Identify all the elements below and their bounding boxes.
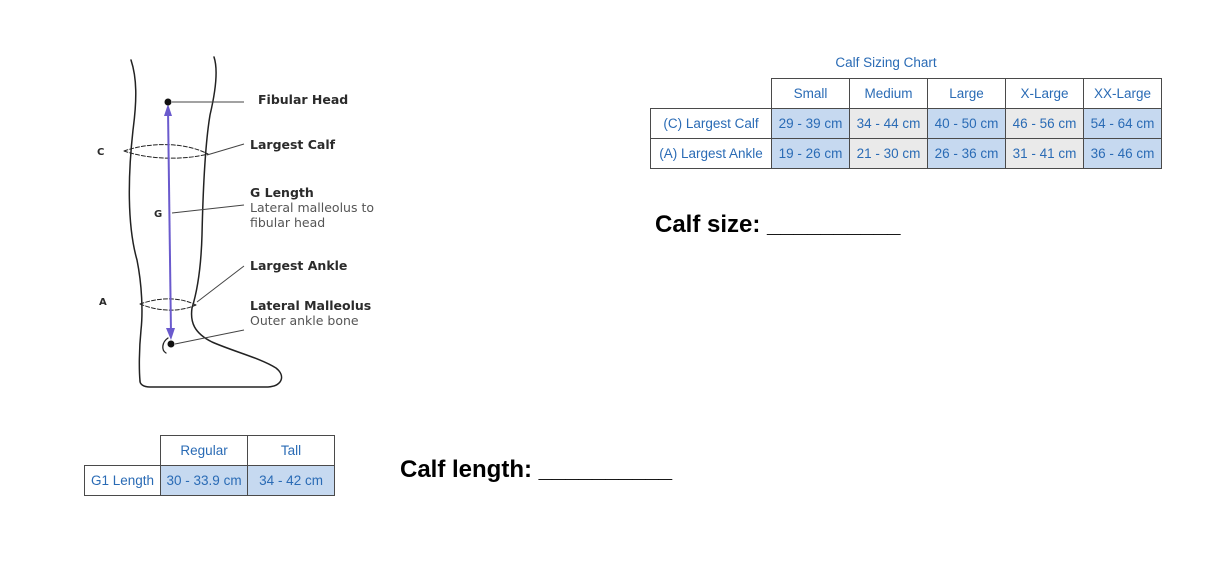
g-length-desc-line-2: fibular head xyxy=(250,215,325,230)
table-row: G1 Length 30 - 33.9 cm 34 - 42 cm xyxy=(83,465,336,496)
fibular-head-marker xyxy=(164,98,172,106)
largest-calf-label: Largest Calf xyxy=(250,137,336,152)
length-sizing-table: Regular Tall G1 Length 30 - 33.9 cm 34 -… xyxy=(83,435,336,496)
letter-a: A xyxy=(99,297,107,308)
letter-g: G xyxy=(154,209,162,220)
row-header-largest-calf: (C) Largest Calf xyxy=(650,108,772,139)
table-cell: 54 - 64 cm xyxy=(1083,108,1162,139)
table-corner xyxy=(651,79,772,109)
row-header-largest-ankle: (A) Largest Ankle xyxy=(650,138,772,169)
column-header-large: Large xyxy=(927,78,1006,109)
table-cell: 19 - 26 cm xyxy=(771,138,850,169)
table-cell: 46 - 56 cm xyxy=(1005,108,1084,139)
table-row: (C) Largest Calf 29 - 39 cm 34 - 44 cm 4… xyxy=(650,108,1162,139)
g-length-leader xyxy=(171,204,245,214)
length-table-header-row: Regular Tall xyxy=(85,435,336,466)
leg-front-outline xyxy=(139,56,283,388)
table-cell: 40 - 50 cm xyxy=(927,108,1006,139)
table-cell: 29 - 39 cm xyxy=(771,108,850,139)
calf-table-header-row: Small Medium Large X-Large XX-Large xyxy=(651,78,1162,109)
calf-sizing-table: Small Medium Large X-Large XX-Large (C) … xyxy=(650,78,1162,169)
row-header-g1-length: G1 Length xyxy=(83,465,162,496)
table-cell: 21 - 30 cm xyxy=(849,138,928,169)
table-cell: 30 - 33.9 cm xyxy=(160,465,249,496)
table-cell: 31 - 41 cm xyxy=(1005,138,1084,169)
lateral-malleolus-desc: Outer ankle bone xyxy=(250,313,359,328)
leg-back-outline xyxy=(128,59,143,382)
column-header-xx-large: XX-Large xyxy=(1083,78,1162,109)
malleolus-curve xyxy=(162,337,169,354)
table-cell: 26 - 36 cm xyxy=(927,138,1006,169)
table-cell: 34 - 44 cm xyxy=(849,108,928,139)
fibular-head-label: Fibular Head xyxy=(258,92,348,107)
table-row: (A) Largest Ankle 19 - 26 cm 21 - 30 cm … xyxy=(650,138,1162,169)
column-header-medium: Medium xyxy=(849,78,928,109)
table-cell: 36 - 46 cm xyxy=(1083,138,1162,169)
largest-calf-leader xyxy=(206,143,245,156)
column-header-small: Small xyxy=(771,78,850,109)
largest-ankle-leader xyxy=(196,265,245,303)
lateral-malleolus-leader xyxy=(174,329,245,345)
g-length-desc-line-1: Lateral malleolus to xyxy=(250,200,374,215)
lateral-malleolus-marker xyxy=(167,340,175,348)
calf-circumference-line xyxy=(123,144,209,159)
column-header-x-large: X-Large xyxy=(1005,78,1084,109)
column-header-regular: Regular xyxy=(160,435,249,466)
largest-ankle-label: Largest Ankle xyxy=(250,258,347,273)
table-cell: 34 - 42 cm xyxy=(247,465,336,496)
calf-length-answer-line: Calf length: __________ xyxy=(400,456,673,483)
lateral-malleolus-label: Lateral Malleolus xyxy=(250,298,371,313)
ankle-circumference-line xyxy=(139,298,197,311)
calf-size-answer-line: Calf size: __________ xyxy=(655,211,901,238)
table-corner xyxy=(85,436,161,466)
calf-chart-title: Calf Sizing Chart xyxy=(835,55,937,70)
column-header-tall: Tall xyxy=(247,435,336,466)
letter-c: C xyxy=(97,147,104,158)
g-length-arrow xyxy=(164,104,175,340)
g-length-label: G Length xyxy=(250,185,314,200)
leg-diagram: Fibular Head Largest Calf G Length Later… xyxy=(97,56,374,388)
